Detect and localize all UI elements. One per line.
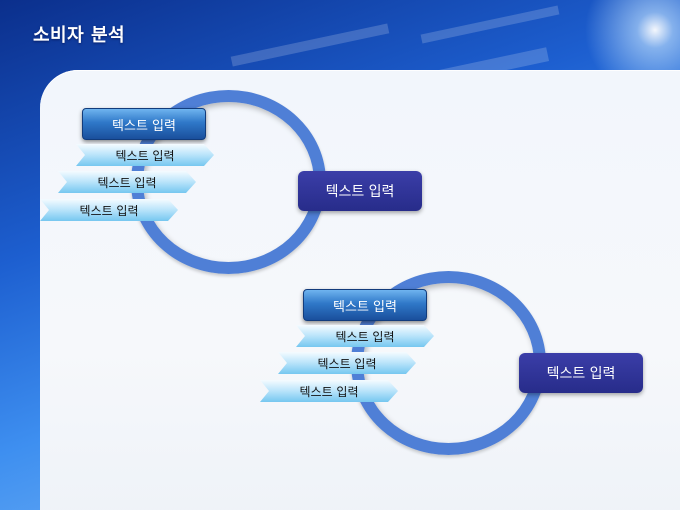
arrow-item-label: 텍스트 입력 [317,356,377,371]
callout-label-2: 텍스트 입력 [546,366,616,382]
decorative-streak [230,23,390,67]
arrow-item-label: 텍스트 입력 [335,329,395,344]
callout-box-2[interactable]: 텍스트 입력 [519,353,643,393]
arrow-item-label: 텍스트 입력 [79,203,139,218]
callout-box-1[interactable]: 텍스트 입력 [298,171,422,211]
arrow-item-label: 텍스트 입력 [299,384,359,399]
arrow-item-1-2[interactable]: 텍스트 입력 [58,171,196,193]
arrow-item-label: 텍스트 입력 [97,175,157,190]
arrow-item-1-3[interactable]: 텍스트 입력 [40,199,178,221]
decorative-streak [420,5,560,44]
arrow-item-2-3[interactable]: 텍스트 입력 [260,380,398,402]
arrow-item-2-1[interactable]: 텍스트 입력 [296,325,434,347]
arrow-item-label: 텍스트 입력 [115,148,175,163]
header-label-2: 텍스트 입력 [333,299,397,315]
callout-label-1: 텍스트 입력 [325,184,395,200]
header-box-1[interactable]: 텍스트 입력 [82,108,206,140]
header-label-1: 텍스트 입력 [112,118,176,134]
header-box-2[interactable]: 텍스트 입력 [303,289,427,321]
arrow-item-1-1[interactable]: 텍스트 입력 [76,144,214,166]
arrow-item-2-2[interactable]: 텍스트 입력 [278,352,416,374]
slide-title: 소비자 분석 [33,25,126,46]
